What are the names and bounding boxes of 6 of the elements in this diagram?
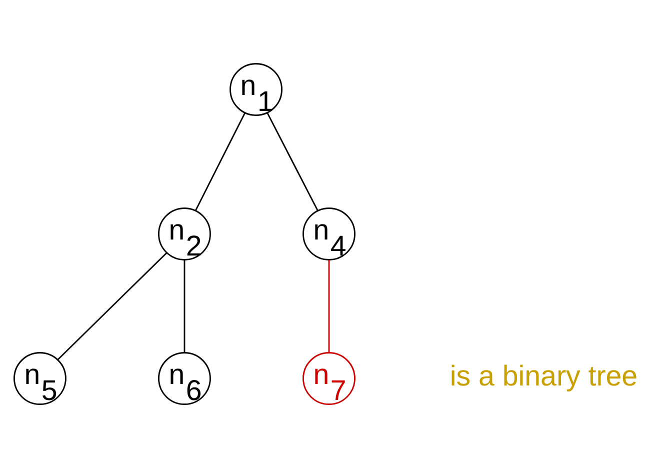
connector — [266, 112, 318, 210]
connector — [57, 252, 168, 360]
label: is a binary tree — [450, 360, 638, 392]
connector — [328, 260, 330, 352]
connector — [194, 112, 246, 210]
connector — [184, 260, 186, 352]
